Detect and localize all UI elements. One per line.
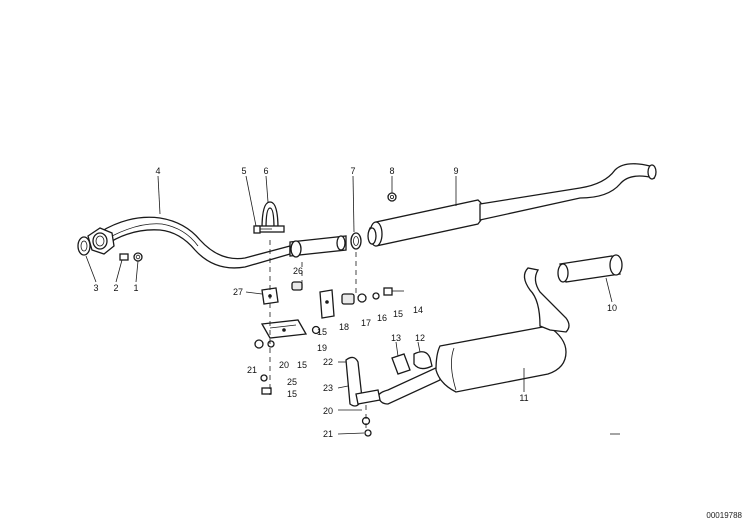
callout-15-d: 15 — [287, 389, 297, 399]
callout-20-a: 20 — [279, 360, 289, 370]
bracket-19 — [260, 319, 308, 339]
callout-15-c: 15 — [297, 360, 307, 370]
callout-labels: 4 5 6 7 8 9 3 2 1 26 27 15 18 17 16 15 1… — [93, 166, 617, 439]
front-pipe-flange — [87, 227, 115, 255]
callout-27: 27 — [233, 287, 243, 297]
callout-5: 5 — [241, 166, 246, 176]
rear-silencer — [377, 267, 570, 405]
callout-23: 23 — [323, 383, 333, 393]
callout-10: 10 — [607, 303, 617, 313]
rubber-mount-26 — [291, 281, 303, 291]
callout-9: 9 — [453, 166, 458, 176]
clamp-bolt — [253, 225, 272, 234]
rear-rubber-mounts — [391, 351, 433, 375]
silencer-mounting-nut — [387, 192, 397, 202]
callout-7: 7 — [350, 166, 355, 176]
bracket-23-22 — [345, 356, 381, 437]
front-silencer — [367, 163, 657, 247]
callout-15-b: 15 — [393, 309, 403, 319]
callout-18: 18 — [339, 322, 349, 332]
callout-6: 6 — [263, 166, 268, 176]
leader-lines — [85, 175, 613, 435]
callout-13: 13 — [391, 333, 401, 343]
bolt-14 — [372, 287, 404, 300]
callout-11: 11 — [519, 393, 528, 403]
tail-pipe-trim — [557, 254, 623, 283]
mount-17-16 — [341, 293, 367, 305]
callout-16: 16 — [377, 313, 387, 323]
reference-number: 00019788 — [706, 511, 742, 520]
callout-21-b: 21 — [323, 429, 333, 439]
callout-19: 19 — [317, 343, 327, 353]
nut-washer-set-left — [254, 325, 321, 395]
callout-1: 1 — [133, 283, 138, 293]
flange-bolt-and-nut — [119, 252, 143, 262]
callout-3: 3 — [93, 283, 98, 293]
assembly-lines — [269, 240, 367, 432]
sealing-ring — [350, 232, 362, 250]
bracket-18 — [319, 289, 335, 319]
callout-4: 4 — [155, 166, 160, 176]
callout-21-a: 21 — [247, 365, 257, 375]
callout-25: 25 — [287, 377, 297, 387]
callout-14: 14 — [413, 305, 423, 315]
callout-22: 22 — [323, 357, 333, 367]
flange-gasket-ring — [77, 236, 91, 256]
callout-8: 8 — [389, 166, 394, 176]
callout-26: 26 — [293, 266, 303, 276]
callout-20-b: 20 — [323, 406, 333, 416]
callout-2: 2 — [113, 283, 118, 293]
callout-17: 17 — [361, 318, 371, 328]
callout-12: 12 — [415, 333, 425, 343]
callout-15-a: 15 — [317, 327, 327, 337]
intermediate-sleeve — [289, 235, 347, 258]
